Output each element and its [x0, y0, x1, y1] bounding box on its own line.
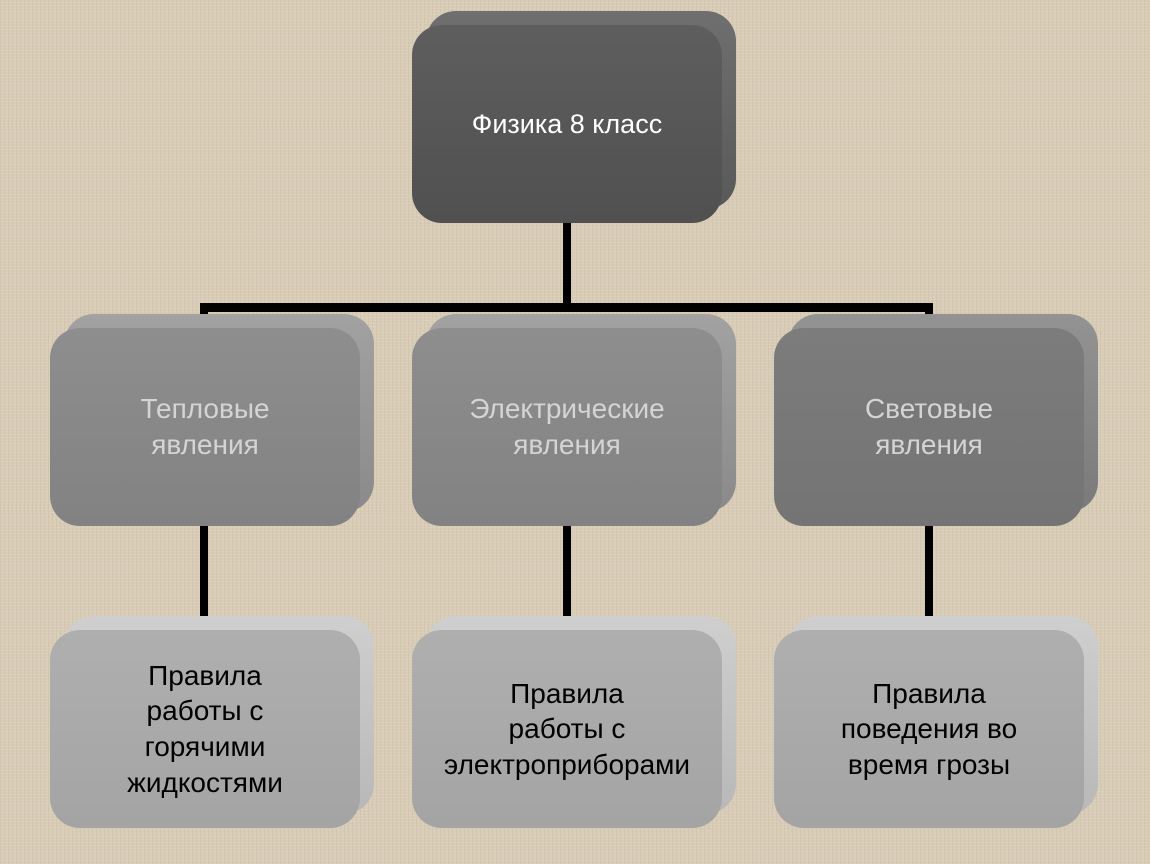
rule-node-thunderstorm-face: Правила поведения во время грозы	[774, 630, 1084, 828]
thermal-to-rule-connector	[200, 525, 208, 620]
category-node-light-face: Световые явления	[774, 328, 1084, 526]
rule-node-electrical-appliances: Правила работы с электроприборами	[412, 616, 736, 828]
category-node-electric: Электрические явления	[412, 314, 736, 526]
category-node-light: Световые явления	[774, 314, 1098, 526]
category-node-thermal-label: Тепловые явления	[140, 393, 270, 460]
light-to-rule-connector	[925, 525, 933, 620]
category-node-light-label: Световые явления	[864, 393, 994, 460]
category-node-thermal: Тепловые явления	[50, 314, 374, 526]
category-node-electric-face: Электрические явления	[412, 328, 722, 526]
category-node-thermal-face: Тепловые явления	[50, 328, 360, 526]
rule-node-hot-liquids: Правила работы с горячими жидкостями	[50, 616, 374, 828]
electric-to-rule-connector	[563, 525, 571, 620]
rule-node-hot-liquids-label: Правила работы с горячими жидкостями	[127, 659, 283, 798]
horizontal-bus-connector	[203, 303, 933, 312]
root-node-physics-8: Физика 8 класс	[412, 11, 736, 223]
rule-node-electrical-appliances-face: Правила работы с электроприборами	[412, 630, 722, 828]
root-node-face: Физика 8 класс	[412, 25, 722, 223]
rule-node-thunderstorm: Правила поведения во время грозы	[774, 616, 1098, 828]
rule-node-hot-liquids-face: Правила работы с горячими жидкостями	[50, 630, 360, 828]
rule-node-thunderstorm-label: Правила поведения во время грозы	[840, 677, 1018, 780]
rule-node-electrical-appliances-label: Правила работы с электроприборами	[443, 677, 691, 780]
category-node-electric-label: Электрические явления	[469, 393, 665, 460]
root-to-bus-connector	[563, 222, 571, 312]
root-node-label: Физика 8 класс	[471, 108, 663, 139]
